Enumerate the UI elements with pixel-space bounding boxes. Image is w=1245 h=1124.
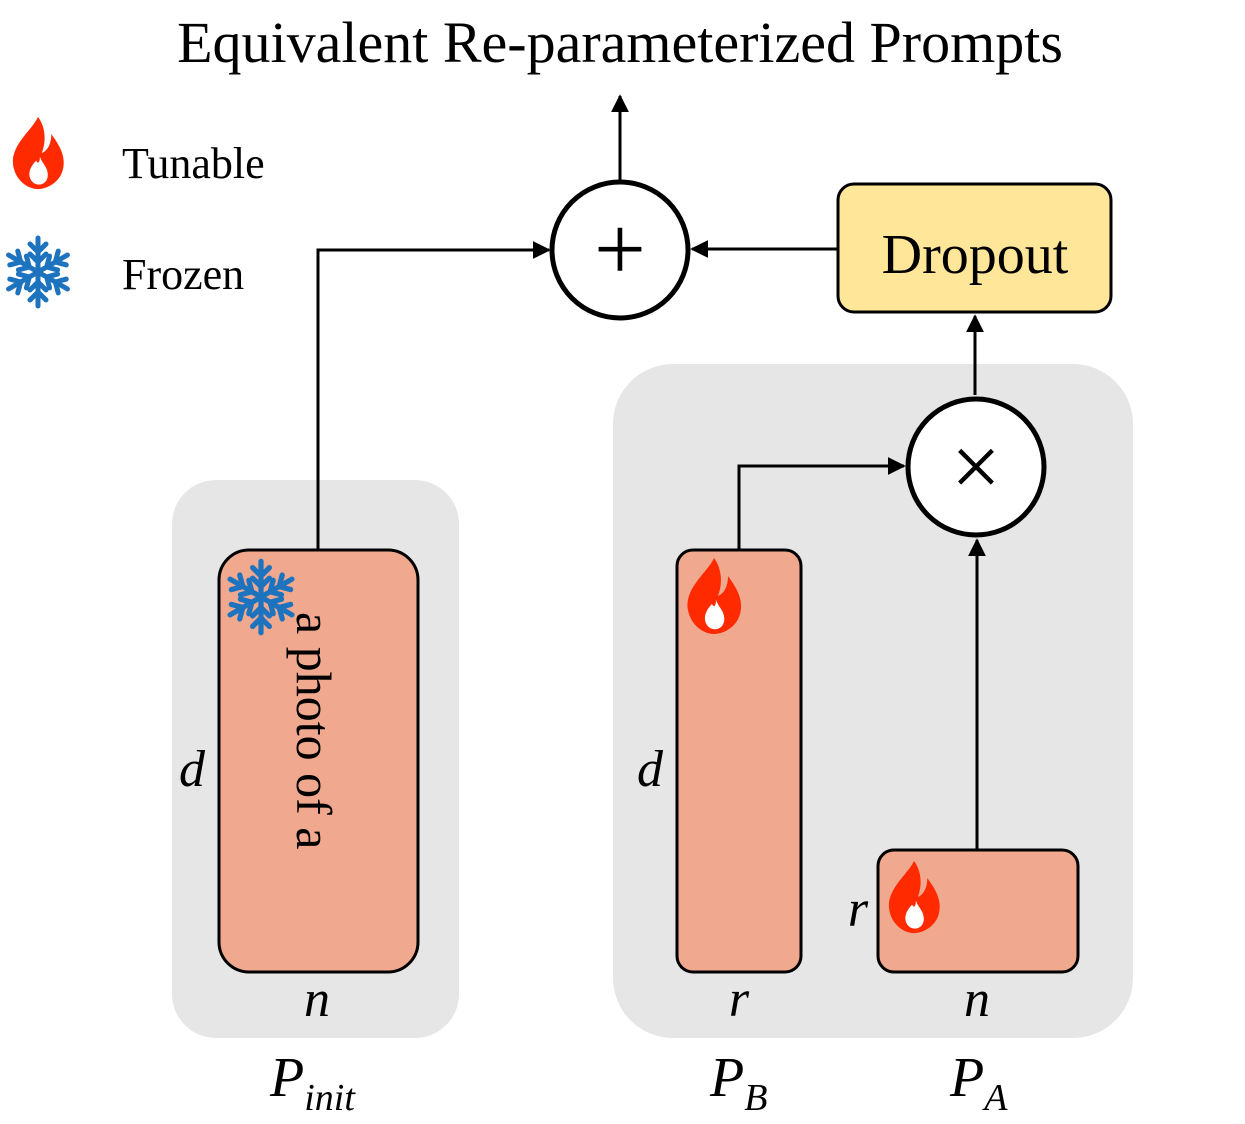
p-init-text: a photo of a xyxy=(286,612,342,849)
p-b-name: PB xyxy=(709,1047,767,1119)
p-b-to-multiply-arrow xyxy=(737,457,906,550)
p-b-block xyxy=(675,548,803,974)
dropout-box: Dropout xyxy=(836,182,1113,314)
p-init-width-label: n xyxy=(304,971,330,1028)
snowflake-icon xyxy=(5,238,72,306)
multiply-symbol: × xyxy=(951,419,1001,516)
p-init-to-add-arrow xyxy=(316,241,551,550)
legend: Tunable Frozen xyxy=(5,116,265,306)
dropout-label: Dropout xyxy=(882,224,1069,286)
diagram-title: Equivalent Re-parameterized Prompts xyxy=(177,10,1063,75)
legend-tunable-label: Tunable xyxy=(122,139,265,188)
p-a-block xyxy=(876,848,1080,974)
p-init-block: a photo of a xyxy=(217,548,420,974)
multiply-operator: × xyxy=(905,396,1047,538)
p-init-name: Pinit xyxy=(269,1047,356,1119)
p-b-height-label: d xyxy=(637,741,664,798)
p-a-name-main: P xyxy=(949,1047,984,1109)
p-a-name: PA xyxy=(949,1047,1008,1119)
p-b-name-main: P xyxy=(709,1047,744,1109)
p-b-width-label: r xyxy=(729,971,750,1028)
p-init-name-main: P xyxy=(269,1047,304,1109)
legend-frozen-label: Frozen xyxy=(122,250,244,299)
flame-icon xyxy=(12,116,64,190)
p-a-width-label: n xyxy=(964,971,990,1028)
p-a-name-sub: A xyxy=(981,1077,1008,1119)
p-a-height-label: r xyxy=(848,881,869,938)
p-b-name-sub: B xyxy=(744,1077,767,1119)
add-symbol: + xyxy=(594,198,646,300)
add-operator: + xyxy=(549,179,691,321)
connectors xyxy=(316,94,986,850)
p-init-height-label: d xyxy=(179,741,206,798)
p-init-name-sub: init xyxy=(304,1077,356,1119)
